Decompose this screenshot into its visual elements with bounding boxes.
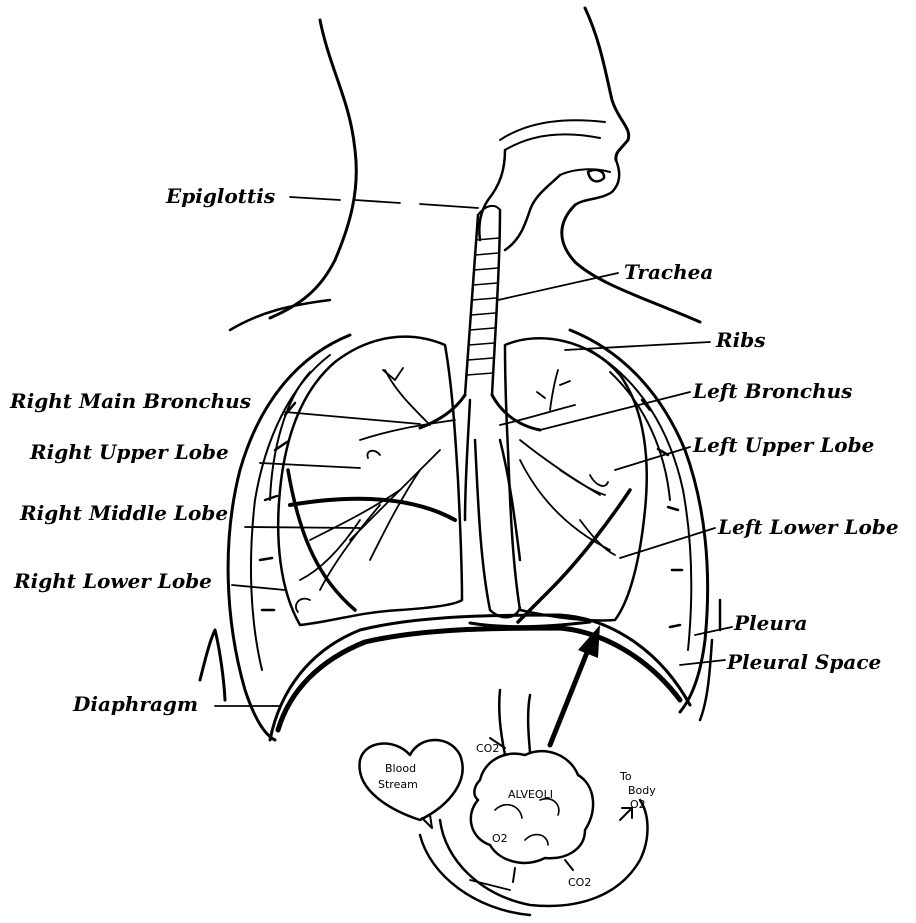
- label-pleura: Pleura: [733, 611, 807, 635]
- label-right-main-bronchus: Right Main Bronchus: [9, 389, 251, 413]
- label-trachea: Trachea: [624, 260, 713, 284]
- label-epiglottis: Epiglottis: [165, 184, 275, 208]
- label-diaphragm: Diaphragm: [72, 692, 198, 716]
- o2-text: O2: [492, 832, 508, 845]
- label-left-lower-lobe: Left Lower Lobe: [717, 515, 899, 539]
- bronchi: [420, 395, 540, 520]
- left-lung-shape: [500, 338, 647, 622]
- blood-stream-line1: Blood: [385, 762, 416, 775]
- gas-exchange-arrow: [550, 625, 600, 745]
- blood-stream-line2: Stream: [378, 778, 418, 791]
- to-body-line2: Body: [628, 784, 656, 797]
- label-left-upper-lobe: Left Upper Lobe: [692, 433, 874, 457]
- to-body-line3: O2: [630, 798, 646, 811]
- anatomy-labels: Epiglottis Trachea Ribs Right Main Bronc…: [9, 184, 899, 716]
- label-right-upper-lobe: Right Upper Lobe: [29, 440, 229, 464]
- label-pleural-space: Pleural Space: [726, 650, 881, 674]
- diaphragm-shape: [270, 615, 690, 740]
- inset-handwritten-labels: Blood Stream ALVEOLI CO2 O2 CO2 To Body …: [378, 742, 656, 889]
- label-right-middle-lobe: Right Middle Lobe: [19, 501, 228, 525]
- label-right-lower-lobe: Right Lower Lobe: [13, 569, 212, 593]
- alveoli-text: ALVEOLI: [508, 788, 553, 801]
- to-body-line1: To: [619, 770, 632, 783]
- trachea-shape: [465, 206, 500, 395]
- label-left-bronchus: Left Bronchus: [692, 379, 852, 403]
- right-lung-shape: [278, 337, 462, 625]
- co2-out-text: CO2: [568, 876, 591, 889]
- mediastinum-shape: [475, 440, 520, 617]
- label-ribs: Ribs: [715, 328, 765, 352]
- co2-in-text: CO2: [476, 742, 499, 755]
- alveoli-inset: [360, 690, 648, 915]
- thorax-outline: [228, 330, 708, 740]
